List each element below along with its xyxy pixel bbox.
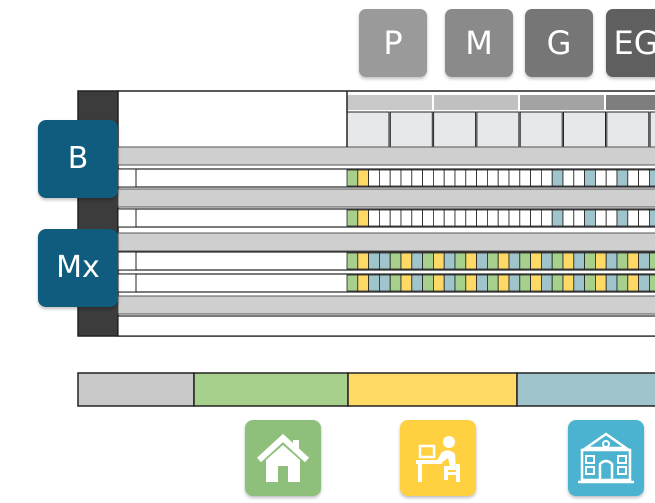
grid-separator-2 <box>117 232 655 252</box>
level-band-2 <box>520 95 604 110</box>
grid-separator-3 <box>117 295 655 315</box>
legend-segment-gray <box>77 372 195 407</box>
sub-header-cell <box>476 111 520 148</box>
sub-header-cell <box>563 111 606 148</box>
legend-segment-yellow <box>347 372 518 407</box>
sub-header-cell <box>519 111 563 148</box>
row-lead-cell <box>117 168 137 188</box>
grid-separator-0 <box>117 146 655 166</box>
row-tag-mx[interactable]: Mx <box>38 229 118 307</box>
sub-header-cell <box>389 111 433 148</box>
level-button-m[interactable]: M <box>445 9 513 77</box>
row-lead-cell <box>117 251 137 271</box>
grid-separator-1 <box>117 188 655 208</box>
row-lead-cell <box>117 208 137 228</box>
level-band-0 <box>347 95 432 110</box>
school-icon[interactable] <box>568 420 644 496</box>
level-band-1 <box>434 95 518 110</box>
legend-segment-green <box>193 372 349 407</box>
level-button-g[interactable]: G <box>525 9 593 77</box>
grid-footer-row <box>117 315 655 337</box>
desk-worker-icon[interactable] <box>400 420 476 496</box>
level-band-3 <box>606 95 655 110</box>
legend-segment-teal <box>516 372 655 407</box>
home-icon[interactable] <box>245 420 321 496</box>
sub-header-cell <box>606 111 650 148</box>
sub-header-cell <box>649 111 655 148</box>
level-button-p[interactable]: P <box>359 9 427 77</box>
level-button-eg[interactable]: EG <box>606 9 655 77</box>
row-tag-b[interactable]: B <box>38 120 118 198</box>
row-lead-cell <box>117 273 137 293</box>
